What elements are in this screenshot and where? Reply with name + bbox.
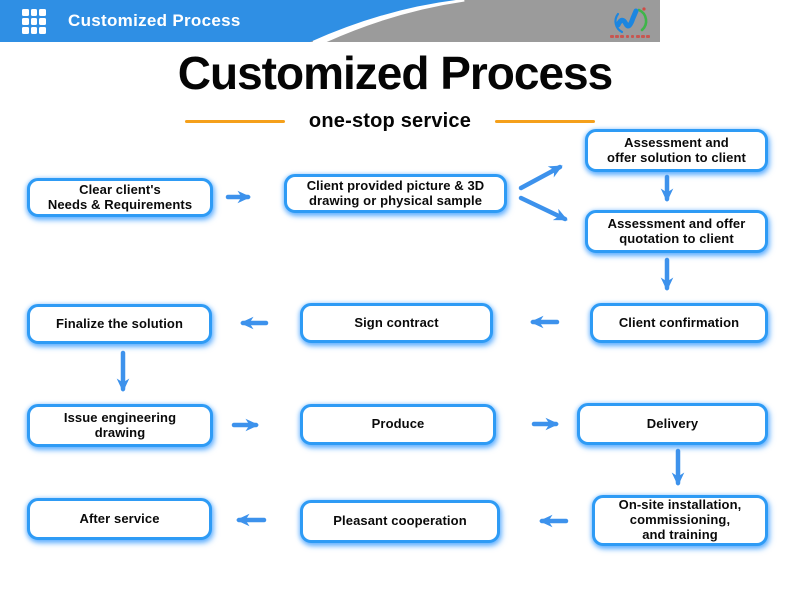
logo-caption — [610, 35, 650, 38]
flow-box-client-confirmation: Client confirmation — [590, 303, 768, 343]
flow-box-offer-solution: Assessment and offer solution to client — [585, 129, 768, 172]
flow-box-delivery: Delivery — [577, 403, 768, 445]
flow-box-finalize-solution: Finalize the solution — [27, 304, 212, 344]
arrow-picture-to-solution — [518, 164, 563, 191]
header-bar: Customized Process — [0, 0, 800, 42]
flow-box-sign-contract: Sign contract — [300, 303, 493, 343]
flow-box-after-service: After service — [27, 498, 212, 540]
header-background — [0, 0, 800, 42]
flow-box-client-picture: Client provided picture & 3D drawing or … — [284, 174, 507, 213]
company-logo — [602, 4, 658, 40]
header-title: Customized Process — [68, 11, 241, 30]
subtitle: one-stop service — [308, 110, 472, 132]
flow-box-pleasant-cooperation: Pleasant cooperation — [300, 500, 500, 543]
subtitle-row: one-stop service — [0, 110, 780, 133]
arrow-picture-to-quotation — [518, 195, 568, 222]
flow-box-issue-drawing: Issue engineering drawing — [27, 404, 213, 447]
logo-mark — [614, 7, 648, 34]
flow-box-onsite-installation: On-site installation, commissioning, and… — [592, 495, 768, 546]
subtitle-line-left — [184, 120, 285, 123]
flow-box-clear-needs: Clear client's Needs & Requirements — [27, 178, 213, 217]
grid-icon — [22, 9, 46, 34]
flow-box-produce: Produce — [300, 404, 496, 445]
flow-box-offer-quotation: Assessment and offer quotation to client — [585, 210, 768, 253]
page-title: Customized Process — [177, 47, 613, 99]
subtitle-line-right — [495, 120, 596, 123]
